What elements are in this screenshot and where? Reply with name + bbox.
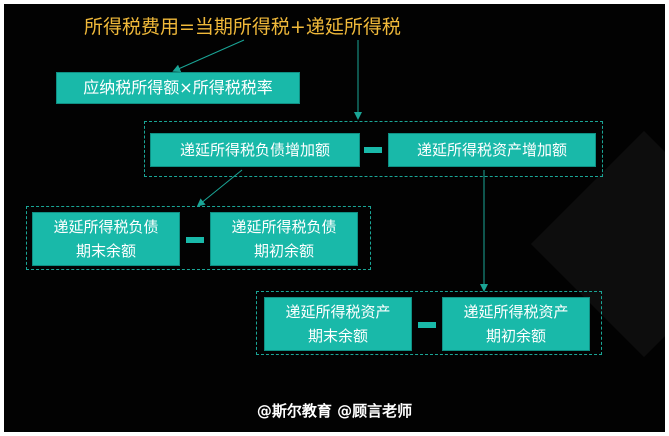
connector-lines bbox=[172, 39, 488, 292]
dta-end-balance-box: 递延所得税资产 期末余额 bbox=[264, 297, 412, 351]
dtl-begin-balance-box: 递延所得税负债 期初余额 bbox=[210, 212, 358, 266]
dtl-detail-group bbox=[26, 206, 371, 270]
dta-increase-box: 递延所得税资产增加额 bbox=[388, 133, 596, 167]
minus-sign bbox=[364, 147, 382, 153]
dtl-end-balance-box: 递延所得税负债 期末余额 bbox=[32, 212, 180, 266]
diagram-canvas: 所得税费用=当期所得税+递延所得税 应纳税所得额×所得税税率 递延所得税负债增加… bbox=[4, 4, 665, 432]
arrow-title-to-current-tax bbox=[172, 39, 245, 73]
current-tax-box: 应纳税所得额×所得税税率 bbox=[56, 72, 300, 104]
dta-begin-balance-box: 递延所得税资产 期初余额 bbox=[442, 297, 590, 351]
dta-detail-group bbox=[256, 291, 602, 355]
deferred-tax-group bbox=[144, 121, 603, 177]
minus-sign bbox=[186, 237, 204, 243]
minus-sign bbox=[418, 322, 436, 328]
dtl-increase-box: 递延所得税负债增加额 bbox=[150, 133, 360, 167]
watermark: @斯尔教育 @顾言老师 bbox=[256, 402, 413, 420]
formula-title: 所得税费用=当期所得税+递延所得税 bbox=[84, 16, 401, 38]
arrow-dtl-detail bbox=[196, 169, 243, 207]
